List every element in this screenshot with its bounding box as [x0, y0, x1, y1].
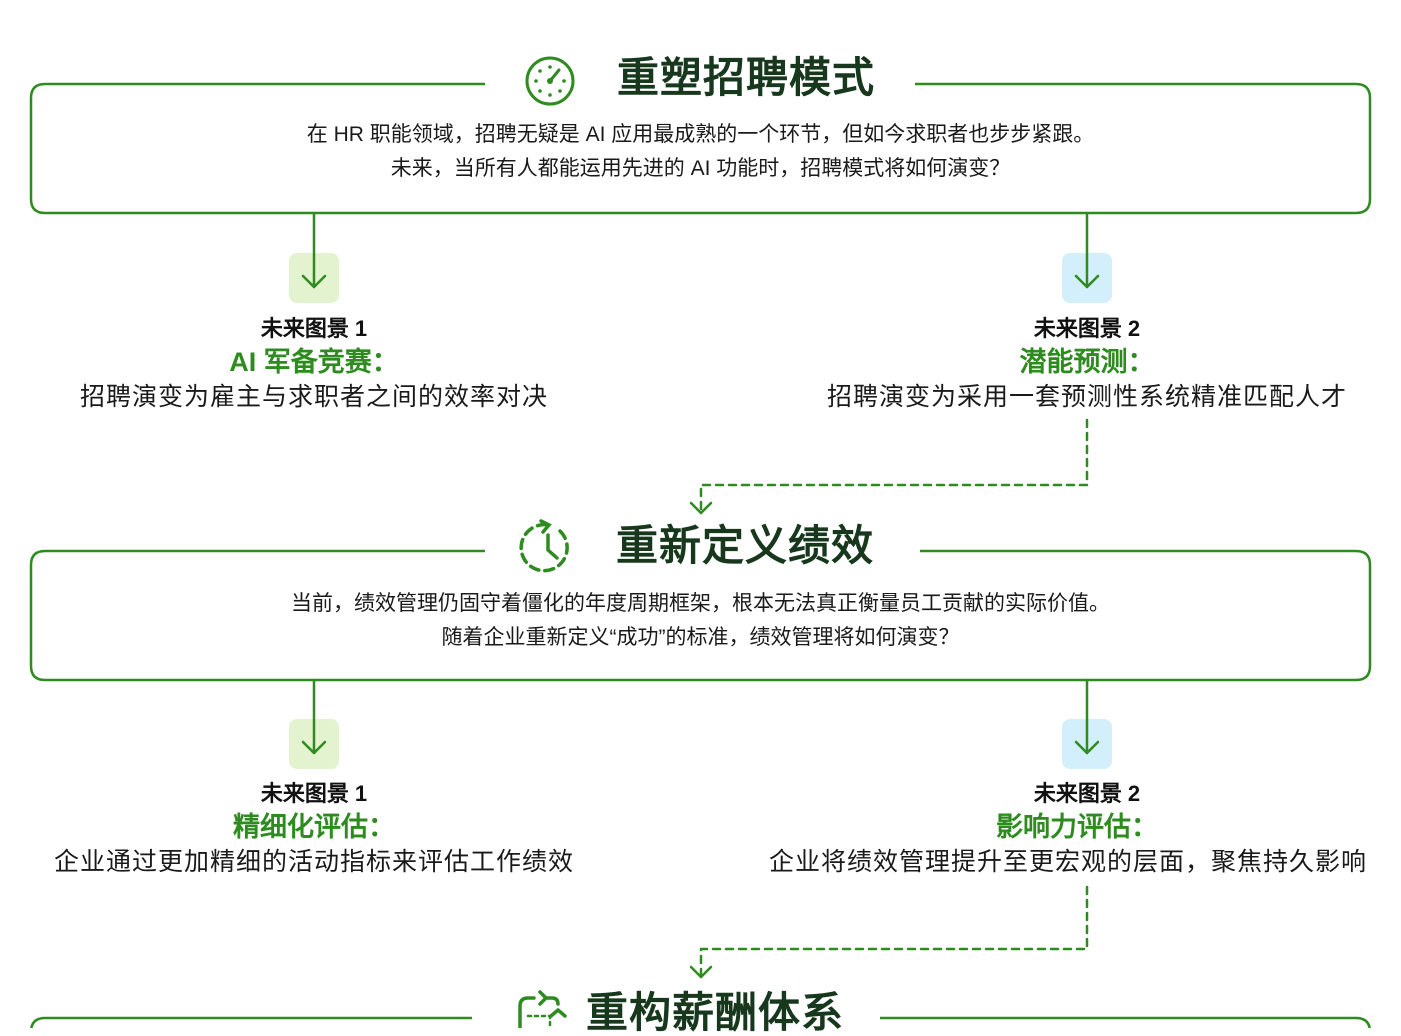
- scenario-body: 企业通过更加精细的活动指标来评估工作绩效: [53, 848, 574, 876]
- dashed-arrowhead-1: [689, 501, 713, 515]
- scenario-body: 企业将绩效管理提升至更宏观的层面，聚焦持久影响: [769, 848, 1368, 876]
- section-1-title: 重塑招聘模式: [617, 54, 876, 101]
- section-1-scenario-2: 未来图景 2 潜能预测： 招聘演变为采用一套预测性系统精准匹配人才: [787, 314, 1387, 414]
- scenario-headline: 影响力评估：: [996, 812, 1158, 842]
- scenario-headline: 潜能预测：: [1019, 347, 1155, 377]
- dashed-connector-2: [699, 885, 1089, 978]
- section-1-description: 在 HR 职能领域，招聘无疑是 AI 应用最成熟的一个环节，但如今求职者也步步紧…: [31, 118, 1370, 186]
- section-2-frame: [29, 549, 1372, 682]
- scenario-label: 未来图景 1: [260, 781, 368, 806]
- scenario-body: 招聘演变为采用一套预测性系统精准匹配人才: [826, 383, 1347, 411]
- section-2-desc-line-1: 当前，绩效管理仍固守着僵化的年度周期框架，根本无法真正衡量员工贡献的实际价值。: [291, 592, 1110, 615]
- arrow-s2-right: [1074, 678, 1100, 755]
- section-1-scenario-1: 未来图景 1 AI 军备竞赛： 招聘演变为雇主与求职者之间的效率对决: [14, 314, 614, 414]
- scenario-label: 未来图景 2: [1033, 781, 1141, 806]
- section-2-description: 当前，绩效管理仍固守着僵化的年度周期框架，根本无法真正衡量员工贡献的实际价值。 …: [31, 587, 1370, 655]
- section-1-frame: [29, 82, 1372, 215]
- gauge-icon: [525, 56, 575, 106]
- section-2-scenario-2: 未来图景 2 影响力评估： 企业将绩效管理提升至更宏观的层面，聚焦持久影响: [767, 779, 1401, 879]
- section-1-desc-line-1: 在 HR 职能领域，招聘无疑是 AI 应用最成熟的一个环节，但如今求职者也步步紧…: [306, 123, 1095, 146]
- scenario-headline: 精细化评估：: [233, 812, 395, 842]
- section-3-frame: [30, 1016, 1371, 1028]
- section-2-title: 重新定义绩效: [616, 522, 875, 569]
- scenario-label: 未来图景 2: [1033, 316, 1141, 341]
- scenario-headline: AI 军备竞赛：: [229, 347, 399, 377]
- scenario-body: 招聘演变为雇主与求职者之间的效率对决: [79, 383, 548, 411]
- dashed-arrowhead-2: [689, 965, 713, 979]
- section-1-desc-line-2: 未来，当所有人都能运用先进的 AI 功能时，招聘模式将如何演变？: [390, 157, 1011, 180]
- section-3-title: 重构薪酬体系: [586, 989, 845, 1036]
- arrow-s1-right: [1074, 211, 1100, 289]
- arrow-s1-left: [301, 211, 327, 289]
- pay-cycle-icon: [518, 990, 567, 1028]
- section-2-scenario-1: 未来图景 1 精细化评估： 企业通过更加精细的活动指标来评估工作绩效: [14, 779, 614, 879]
- section-2-desc-line-2: 随着企业重新定义“成功”的标准，绩效管理将如何演变？: [441, 626, 960, 649]
- clock-icon: [519, 519, 569, 573]
- scenario-label: 未来图景 1: [260, 316, 368, 341]
- arrow-s2-left: [301, 678, 327, 755]
- dashed-connector-1: [699, 418, 1089, 514]
